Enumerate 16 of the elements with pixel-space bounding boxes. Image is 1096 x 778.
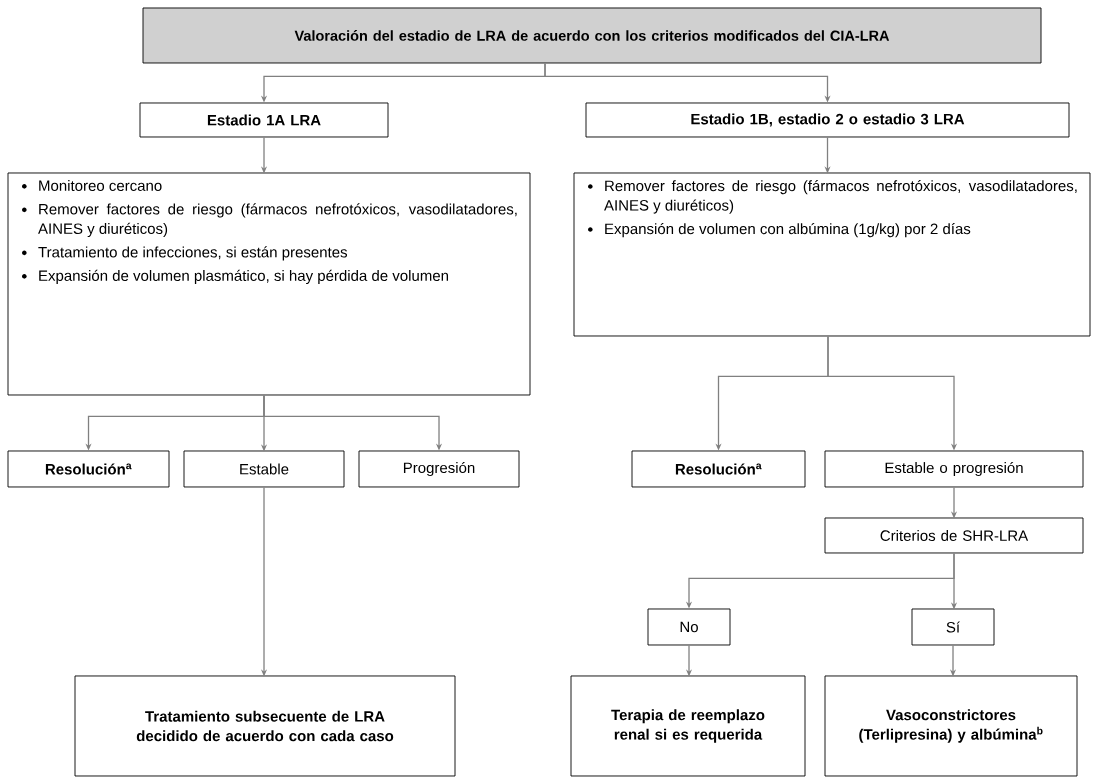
action-list-box: Monitoreo cercano Remover factores de riesgo (fármacos nefrotóxicos, vasodilatadores, AINES y diuréticos) Tratamiento de infecciones, si están presentes Expansión de volumen plasmático, si hay pérdida de volumen <box>7 172 531 396</box>
criteria-box: Criterios de SHR-LRA <box>824 517 1084 554</box>
stage-box: Estadio 1B, estadio 2 o estadio 3 LRA <box>585 102 1070 138</box>
answer-box: Sí <box>911 608 995 646</box>
action-list-box: Remover factores de riesgo (fármacos nefrotóxicos, vasodilatadores, AINES y diuréticos) Expansión de volumen con albúmina (1g/kg) por 2 días <box>573 172 1091 337</box>
stage-box: Estadio 1A LRA <box>139 102 389 138</box>
outcome-box: Estable o progresión <box>824 450 1084 488</box>
outcome-box: Progresión <box>358 450 520 488</box>
treatment-box: Vasoconstrictores (Terlipresina) y albúmina$^{b}$ <box>824 675 1078 777</box>
treatment-box: Tratamiento subsecuente de LRA decidido de acuerdo con cada caso <box>74 675 456 777</box>
treatment-box: Terapia de reemplazo renal si es requerida <box>570 675 806 777</box>
outcome-box: Resolución$^{a}$ <box>631 450 806 488</box>
outcome-box: Estable <box>183 450 345 488</box>
heading-box: Valoración del estadio de LRA de acuerdo con los criterios modificados del CIA-LRA <box>142 7 1042 64</box>
outcome-box: Resolución$^{a}$ <box>7 450 170 488</box>
answer-box: No <box>647 608 731 646</box>
